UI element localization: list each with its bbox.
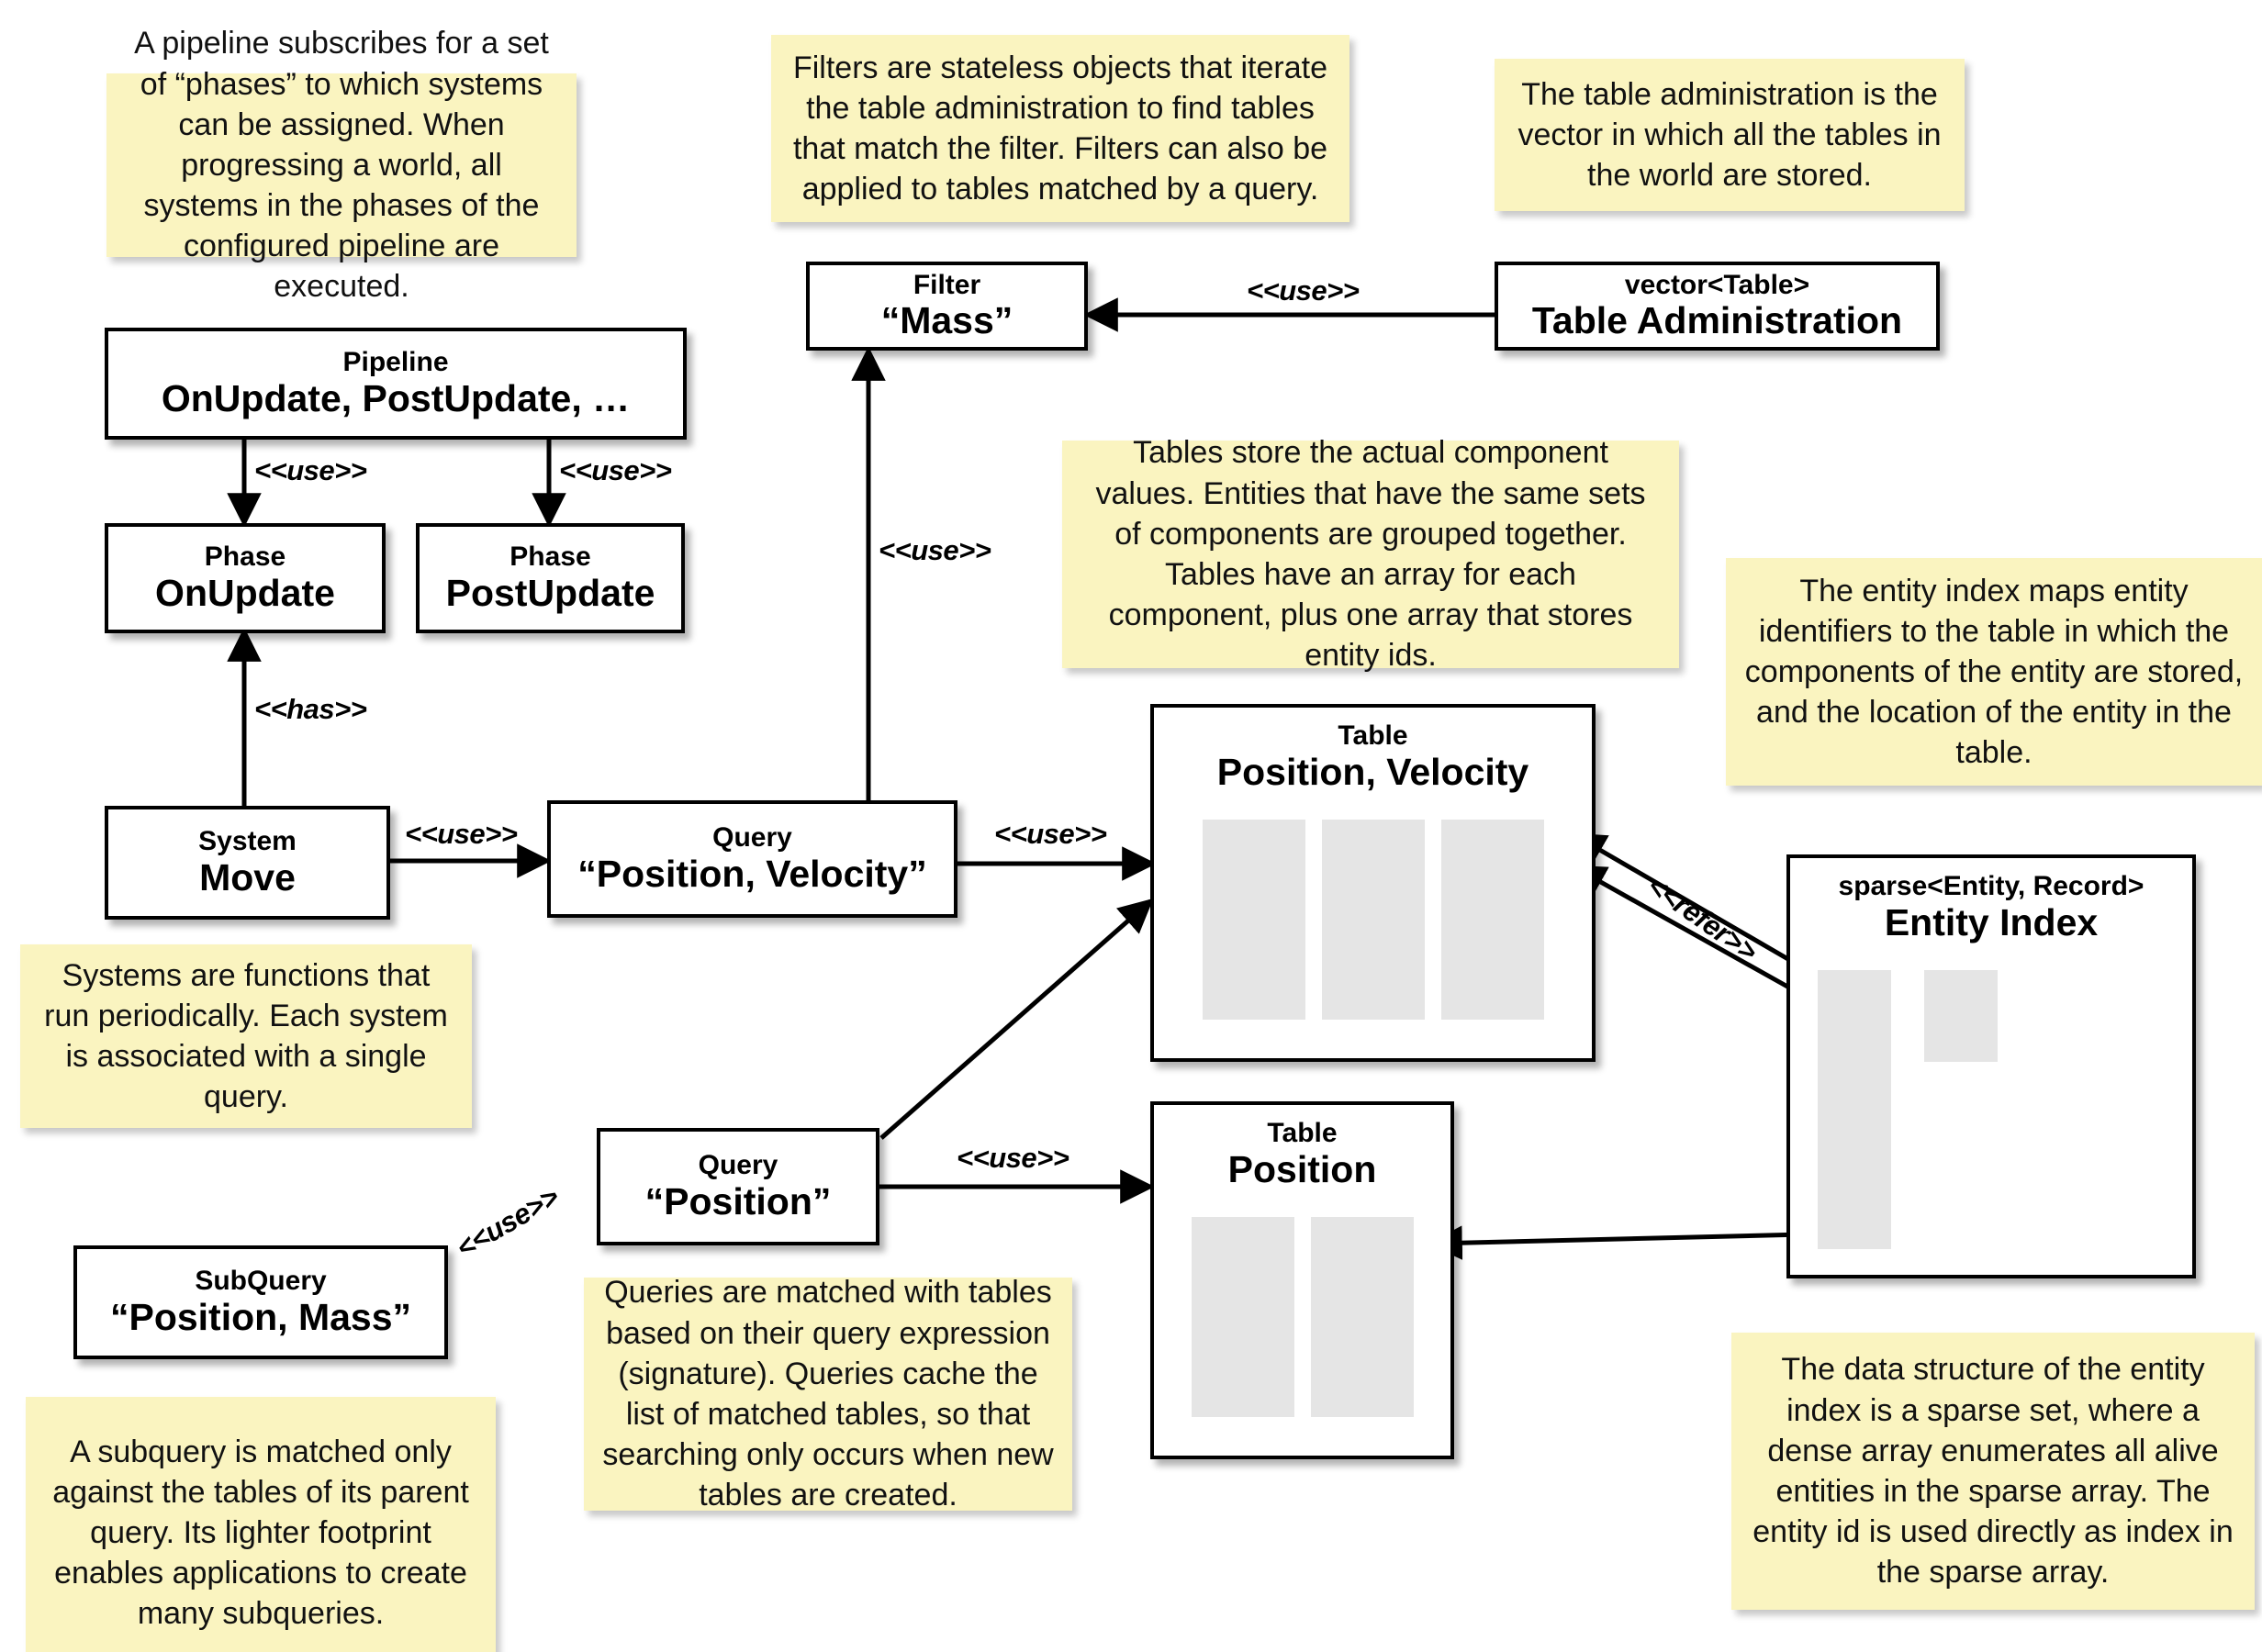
box-entity-index-name: Entity Index	[1884, 900, 2099, 943]
box-subquery-position-mass-name: “Position, Mass”	[109, 1295, 412, 1338]
box-system-move-stereotype: System	[198, 826, 297, 857]
wire-entityindex-tablepv-b	[1570, 865, 1806, 999]
box-query-position-velocity-name: “Position, Velocity”	[577, 852, 927, 895]
note-entity-index-text: The entity index maps entity identifiers…	[1744, 573, 2244, 771]
edge-label-queryp-tablep: <<use>>	[957, 1142, 1069, 1174]
table-column	[1440, 820, 1544, 1020]
table-column	[1310, 1217, 1414, 1417]
box-subquery-position-mass[interactable]: SubQuery “Position, Mass”	[73, 1245, 448, 1359]
note-table-administration: The table administration is the vector i…	[1495, 59, 1965, 211]
table-position-velocity-columns	[1154, 820, 1592, 1020]
box-pipeline[interactable]: Pipeline OnUpdate, PostUpdate, …	[105, 328, 687, 440]
table-column	[1202, 820, 1305, 1020]
box-table-administration-stereotype: vector<Table>	[1624, 269, 1810, 300]
box-phase-onupdate-name: OnUpdate	[155, 571, 335, 614]
wire-entityindex-tablep	[1428, 1225, 1805, 1260]
note-query-text: Queries are matched with tables based on…	[602, 1275, 1054, 1513]
note-query: Queries are matched with tables based on…	[584, 1275, 1072, 1512]
box-entity-index[interactable]: sparse<Entity, Record> Entity Index	[1786, 854, 2196, 1278]
note-table-administration-text: The table administration is the vector i…	[1517, 76, 1942, 194]
edge-label-querypv-tablepv: <<use>>	[994, 818, 1107, 850]
box-table-position-velocity-name: Position, Velocity	[1216, 750, 1529, 793]
box-system-move[interactable]: System Move	[105, 806, 390, 920]
box-system-move-name: Move	[199, 855, 296, 899]
box-query-position-velocity-stereotype: Query	[712, 822, 792, 854]
edge-label-entityindex-refer: <<refer>>	[1641, 869, 1764, 968]
table-position-columns	[1154, 1217, 1450, 1417]
box-filter-mass[interactable]: Filter “Mass”	[806, 262, 1088, 351]
box-query-position-name: “Position”	[644, 1179, 832, 1222]
edge-label-pipeline-postupdate: <<use>>	[559, 454, 672, 486]
box-phase-onupdate[interactable]: Phase OnUpdate	[105, 523, 386, 633]
note-table: Tables store the actual component values…	[1062, 435, 1679, 673]
box-phase-onupdate-stereotype: Phase	[204, 541, 286, 573]
edge-label-query-filter: <<use>>	[879, 534, 991, 566]
box-table-administration[interactable]: vector<Table> Table Administration	[1495, 262, 1940, 351]
note-table-text: Tables store the actual component values…	[1095, 435, 1646, 674]
edge-label-pipeline-onupdate: <<use>>	[254, 454, 367, 486]
box-table-position[interactable]: Table Position	[1150, 1101, 1454, 1459]
box-filter-mass-name: “Mass”	[880, 299, 1013, 342]
note-subquery: A subquery is matched only against the t…	[26, 1397, 496, 1652]
edge-label-tableadmin-filter: <<use>>	[1247, 274, 1360, 307]
box-entity-index-stereotype: sparse<Entity, Record>	[1838, 871, 2144, 901]
box-table-position-name: Position	[1227, 1147, 1377, 1190]
box-table-administration-name: Table Administration	[1531, 299, 1903, 342]
edge-label-system-phase: <<has>>	[254, 693, 367, 725]
edge-label-subquery-queryp: <<use>>	[451, 1180, 565, 1265]
box-phase-postupdate-name: PostUpdate	[445, 571, 655, 614]
box-subquery-position-mass-stereotype: SubQuery	[195, 1266, 327, 1297]
note-subquery-text: A subquery is matched only against the t…	[52, 1434, 469, 1632]
note-system-text: Systems are functions that run periodica…	[44, 957, 448, 1115]
box-pipeline-name: OnUpdate, PostUpdate, …	[161, 376, 631, 419]
dense-array	[1924, 970, 1998, 1062]
note-pipeline: A pipeline subscribes for a set of “phas…	[106, 26, 577, 304]
box-filter-mass-stereotype: Filter	[913, 269, 981, 300]
note-filter-text: Filters are stateless objects that itera…	[792, 50, 1328, 207]
table-column	[1191, 1217, 1294, 1417]
box-table-position-velocity[interactable]: Table Position, Velocity	[1150, 704, 1596, 1062]
note-system: Systems are functions that run periodica…	[20, 944, 472, 1128]
note-pipeline-text: A pipeline subscribes for a set of “phas…	[134, 26, 549, 305]
note-sparse-set: The data structure of the entity index i…	[1731, 1333, 2255, 1610]
edge-label-system-query: <<use>>	[405, 818, 518, 850]
box-pipeline-stereotype: Pipeline	[342, 347, 449, 378]
note-filter: Filters are stateless objects that itera…	[771, 35, 1349, 222]
note-entity-index: The entity index maps entity identifiers…	[1726, 558, 2262, 786]
note-sparse-set-text: The data structure of the entity index i…	[1752, 1352, 2234, 1591]
box-query-position-stereotype: Query	[698, 1150, 778, 1181]
box-phase-postupdate-stereotype: Phase	[510, 541, 591, 573]
wire-queryp-tablepv	[879, 898, 1154, 1140]
box-table-position-velocity-stereotype: Table	[1338, 720, 1408, 751]
box-table-position-stereotype: Table	[1267, 1118, 1338, 1148]
table-column	[1321, 820, 1425, 1020]
sparse-array	[1818, 970, 1891, 1249]
box-query-position[interactable]: Query “Position”	[597, 1128, 879, 1245]
box-phase-postupdate[interactable]: Phase PostUpdate	[416, 523, 685, 633]
box-query-position-velocity[interactable]: Query “Position, Velocity”	[547, 800, 957, 918]
